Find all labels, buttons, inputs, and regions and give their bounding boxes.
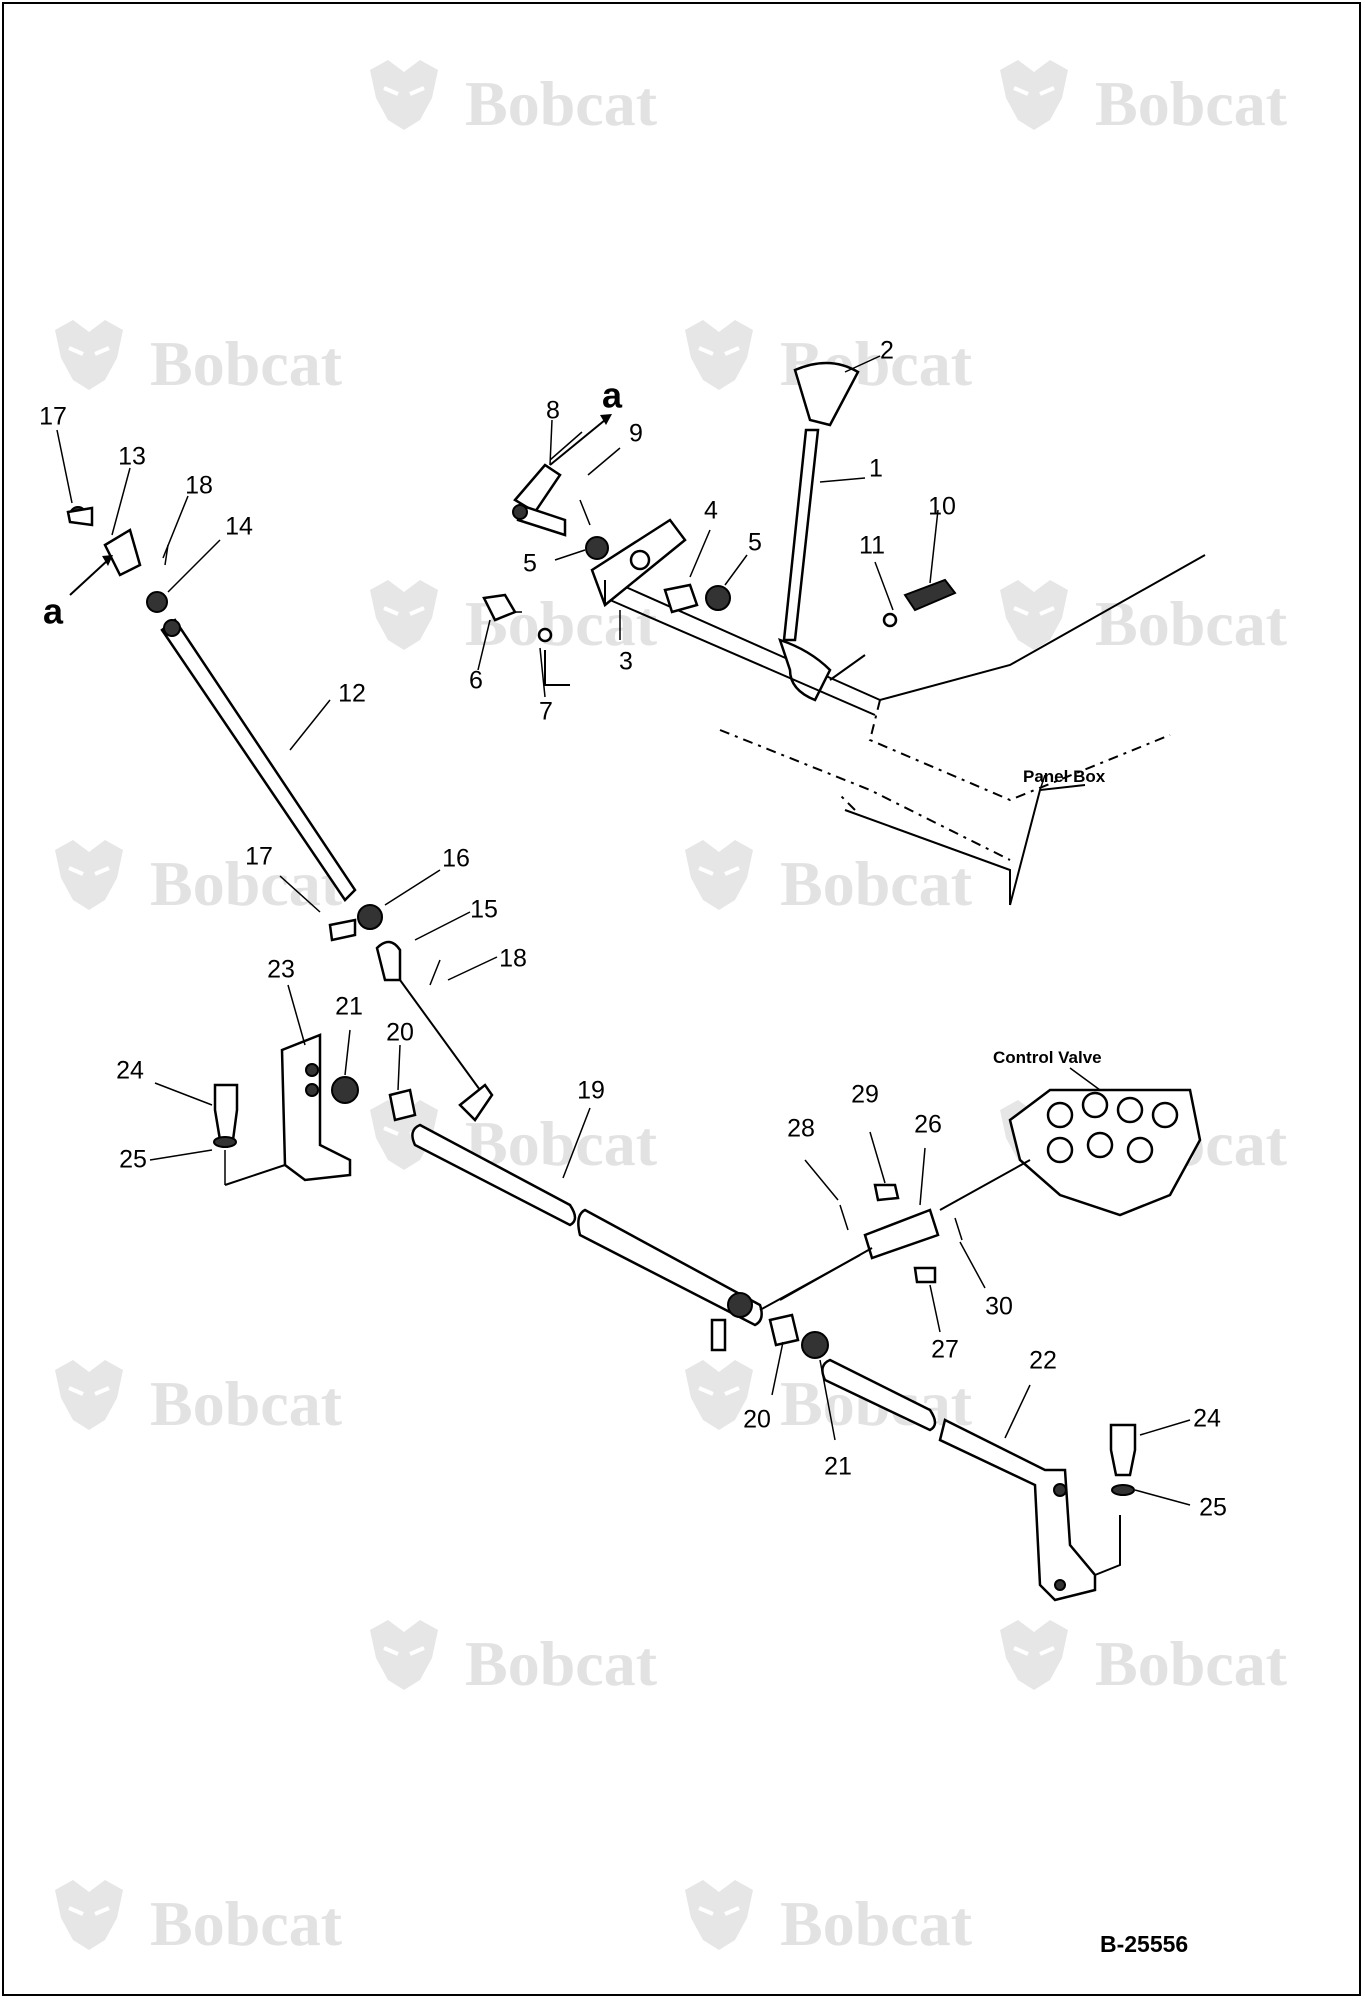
svg-text:Bobcat: Bobcat (465, 1628, 658, 1699)
callout-23: 23 (267, 956, 295, 984)
callout-11: 11 (859, 532, 885, 560)
callout-a-left: a (43, 591, 64, 632)
bracket-23 (224, 1033, 417, 1186)
callout-7: 7 (539, 698, 553, 726)
svg-text:Bobcat: Bobcat (780, 1888, 973, 1959)
bolt-24-right (1109, 1423, 1137, 1496)
callout-19: 19 (577, 1077, 605, 1105)
callout-28: 28 (787, 1115, 815, 1143)
callout-30: 30 (985, 1293, 1013, 1321)
tube-19 (411, 1083, 861, 1352)
callout-5a: 5 (523, 550, 537, 578)
callout-26: 26 (914, 1111, 942, 1139)
callout-18a: 18 (185, 472, 213, 500)
leader-lines (56, 355, 1191, 1506)
callout-25a: 25 (119, 1146, 147, 1174)
rod-12 (66, 506, 357, 902)
callout-3: 3 (619, 648, 633, 676)
document-id: B-25556 (1100, 1931, 1188, 1957)
callout-29: 29 (851, 1081, 879, 1109)
callout-24a: 24 (116, 1057, 144, 1085)
svg-text:Bobcat: Bobcat (150, 328, 343, 399)
callout-5b: 5 (748, 529, 762, 557)
callout-24b: 24 (1193, 1405, 1221, 1433)
callout-12: 12 (338, 680, 366, 708)
bracket-22 (821, 1358, 1121, 1602)
rod-lower-end (328, 904, 481, 1091)
svg-text:Bobcat: Bobcat (150, 848, 343, 919)
callout-16: 16 (442, 845, 470, 873)
plate-3 (590, 518, 876, 716)
callout-9: 9 (629, 420, 643, 448)
svg-text:Bobcat: Bobcat (780, 848, 973, 919)
callout-2: 2 (880, 337, 894, 365)
svg-text:Bobcat: Bobcat (1095, 588, 1288, 659)
svg-text:Bobcat: Bobcat (150, 1888, 343, 1959)
callout-1: 1 (869, 455, 883, 483)
callout-15: 15 (470, 896, 498, 924)
callout-21a: 21 (335, 993, 363, 1021)
callout-13: 13 (118, 443, 146, 471)
label-panel-box: Panel Box (1023, 767, 1106, 786)
callout-6: 6 (469, 667, 483, 695)
control-valve (939, 1088, 1202, 1217)
callouts: 2 1 8 a 9 4 5 5 3 6 7 10 11 17 13 18 14 … (39, 337, 1227, 1522)
callout-27: 27 (931, 1336, 959, 1364)
control-valve-leader (1069, 1067, 1101, 1091)
label-control-valve: Control Valve (993, 1048, 1102, 1067)
callout-20a: 20 (386, 1019, 414, 1047)
reference-arrows (69, 414, 612, 596)
watermarks: Bobcat Bobcat Bobcat Bobcat Bobcat Bobca… (53, 58, 1288, 1959)
callout-a-top: a (602, 375, 623, 416)
callout-17b: 17 (245, 843, 273, 871)
bushing-20-21-lower (768, 1313, 829, 1359)
svg-text:Bobcat: Bobcat (150, 1368, 343, 1439)
callout-4: 4 (704, 497, 718, 525)
callout-22: 22 (1029, 1347, 1057, 1375)
callout-18b: 18 (499, 945, 527, 973)
callout-21b: 21 (824, 1453, 852, 1481)
svg-text:Bobcat: Bobcat (1095, 68, 1288, 139)
svg-text:Bobcat: Bobcat (1095, 1628, 1288, 1699)
callout-14: 14 (225, 513, 253, 541)
svg-text:Bobcat: Bobcat (465, 68, 658, 139)
callout-25b: 25 (1199, 1494, 1227, 1522)
link-26 (779, 1183, 963, 1301)
panel-box (609, 554, 1206, 906)
callout-17a: 17 (39, 403, 67, 431)
callout-10: 10 (928, 493, 956, 521)
arm-8 (512, 431, 591, 537)
lever-assembly (778, 361, 866, 702)
bolt-24-left (213, 1083, 239, 1185)
plate-fasteners (482, 536, 957, 686)
callout-8: 8 (546, 397, 560, 425)
callout-20b: 20 (743, 1406, 771, 1434)
